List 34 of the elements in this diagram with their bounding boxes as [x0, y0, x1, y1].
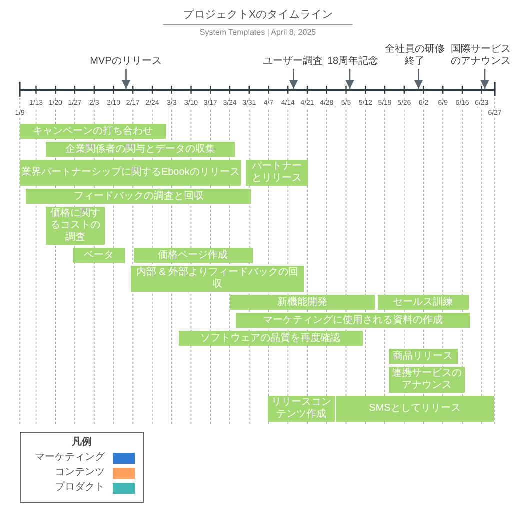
task-bar: SMSとしてリリース: [336, 396, 494, 422]
task-bar: マーケティングに使用される資料の作成: [236, 313, 470, 328]
subtitle: System Templates | April 8, 2025: [200, 28, 316, 38]
task-bar: 価格ページ作成: [134, 248, 252, 263]
task-bar: ソフトウェアの品質を再度確認: [178, 331, 362, 346]
task-bar: 企業関係者の関与とデータの収集: [46, 142, 235, 157]
milestone-arrow: [122, 69, 131, 89]
timeline-axis: [20, 89, 495, 91]
milestone-arrow: [480, 69, 490, 89]
milestone-label: 18周年記念: [326, 56, 380, 68]
task-bar: 商品リリース: [388, 349, 458, 364]
milestone-label: MVPのリリース: [84, 56, 168, 68]
chart-title: プロジェクトXのタイムライン: [162, 8, 354, 25]
task-bar: パートナーとリリース: [246, 160, 308, 186]
task-bar: 内部 & 外部よりフィードバックの回収: [131, 266, 304, 292]
milestone-arrow: [414, 69, 424, 89]
legend-label: プロダクト: [55, 482, 105, 494]
milestone-label: 全社員の研修終了: [384, 44, 446, 68]
task-bar: フィードバックの調査と回収: [26, 189, 252, 204]
task-bar: リリースコンテンツ作成: [268, 396, 335, 422]
milestone-label: 国際サービスのアナウンス: [450, 44, 512, 68]
task-bar: 業界パートナーシップに関するEbookのリリース: [20, 160, 242, 186]
milestone-arrow: [289, 69, 298, 89]
legend-label: マーケティング: [35, 452, 105, 464]
task-bar: キャンペーンの打ち合わせ: [20, 124, 166, 139]
task-bar: 連携サービスのアナウンス: [388, 367, 465, 393]
milestone-arrow: [346, 69, 354, 89]
legend-label: コンテンツ: [55, 467, 105, 479]
task-bar: 価格に関するコストの調査: [46, 207, 105, 245]
legend-title: 凡例: [72, 437, 92, 449]
task-bar: セールス訓練: [378, 295, 469, 310]
task-bar: 新機能開発: [230, 295, 375, 310]
milestone-label: ユーザー調査: [262, 56, 324, 68]
task-bar: ベータ: [72, 248, 125, 263]
